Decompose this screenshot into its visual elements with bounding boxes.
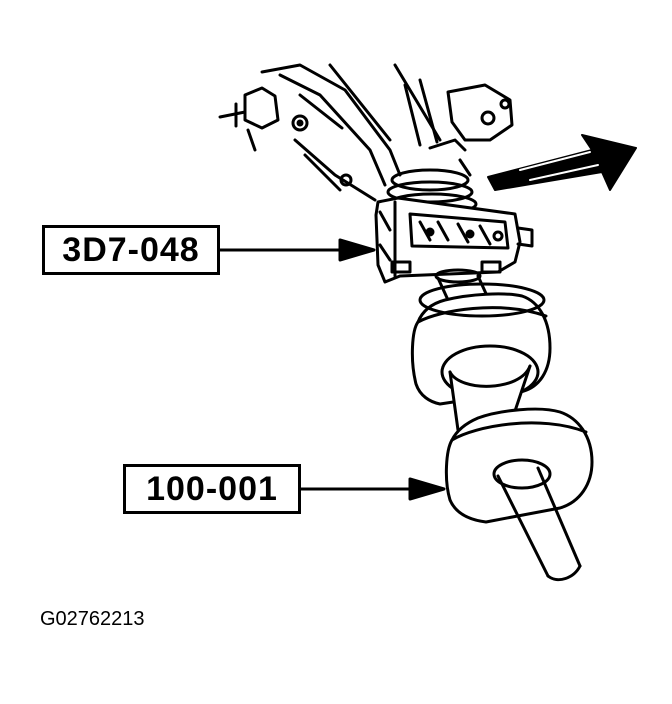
figure-id: G02762213	[40, 608, 145, 630]
adapter-tool-3d7-048	[374, 196, 534, 284]
direction-arrow-icon	[487, 134, 637, 191]
slide-hammer-rod	[496, 466, 582, 582]
callout-label-100-001: 100-001	[123, 464, 301, 514]
callout-label-3d7-048: 3D7-048	[42, 225, 220, 275]
steering-column-assembly	[218, 63, 514, 216]
slide-hammer-weight-lower	[444, 407, 594, 524]
leader-arrow-100-001	[299, 477, 446, 501]
leader-arrow-3d7-048	[218, 238, 376, 262]
